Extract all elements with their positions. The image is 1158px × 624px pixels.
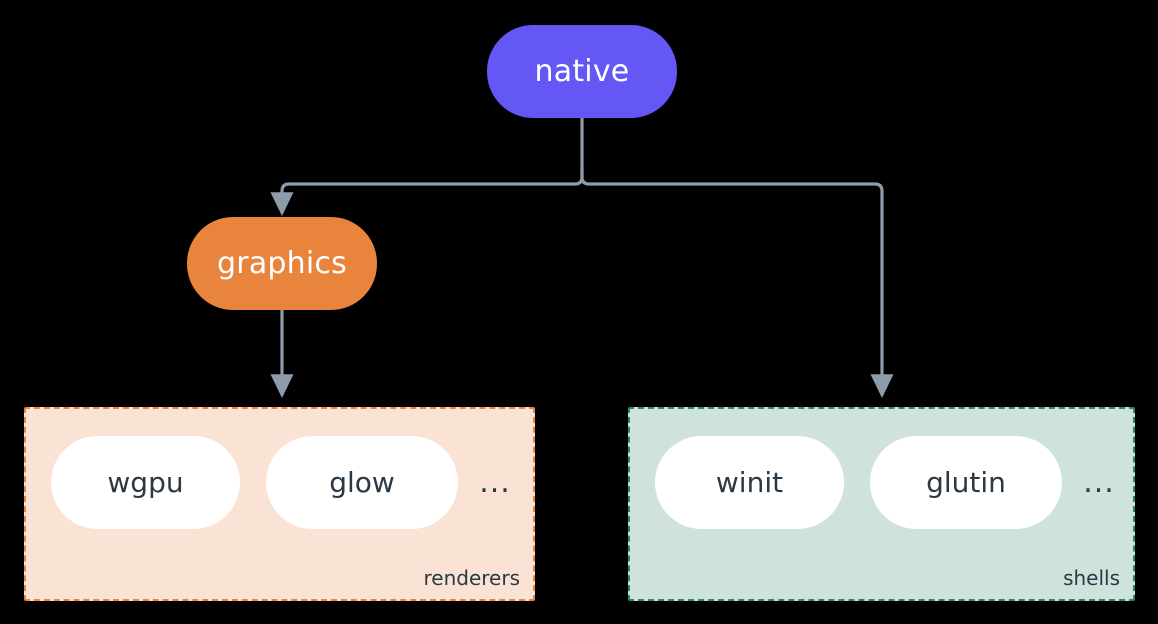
chip-winit[interactable]: winit — [655, 436, 844, 529]
group-renderers: wgpu glow ... renderers — [24, 407, 535, 601]
chip-glow[interactable]: glow — [266, 436, 458, 529]
group-caption-renderers: renderers — [423, 566, 521, 590]
group-shells: winit glutin ... shells — [628, 407, 1135, 601]
group-caption-shells: shells — [1063, 566, 1120, 590]
node-graphics[interactable]: graphics — [187, 217, 377, 310]
shells-overflow-ellipsis: ... — [1083, 464, 1115, 500]
chip-glutin[interactable]: glutin — [870, 436, 1062, 529]
node-native[interactable]: native — [487, 25, 677, 118]
edge-native-to-shells — [580, 168, 894, 398]
edge-native-to-graphics — [270, 168, 584, 216]
chip-wgpu[interactable]: wgpu — [51, 436, 240, 529]
renderers-overflow-ellipsis: ... — [479, 464, 511, 500]
